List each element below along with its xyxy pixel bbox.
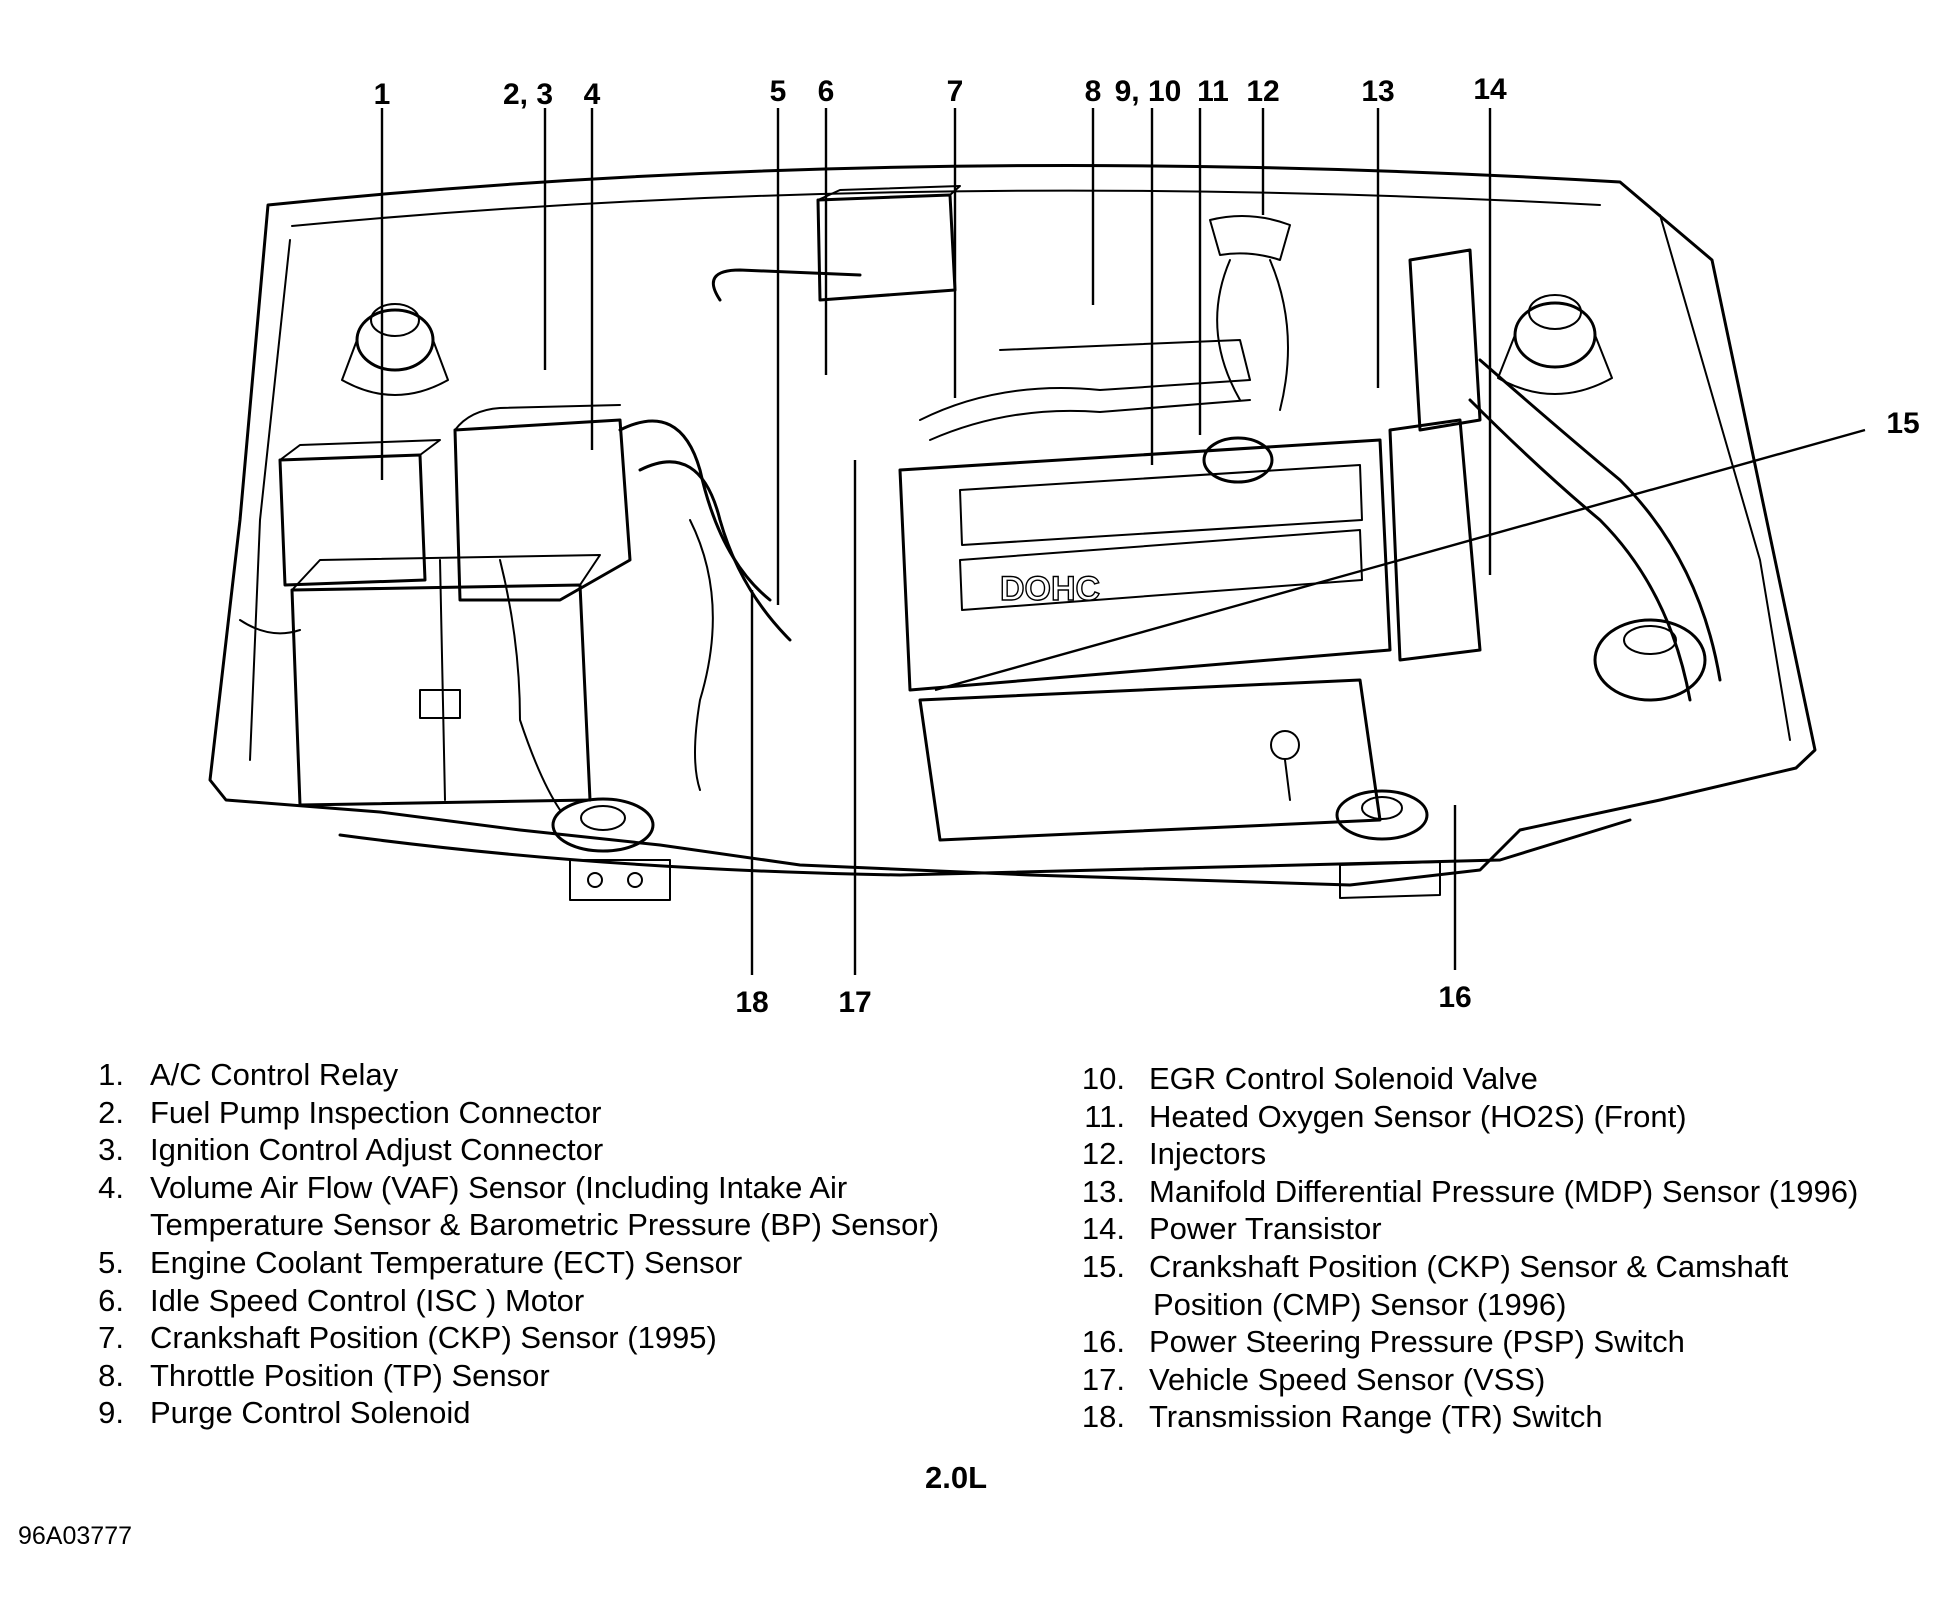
legend-item-7: 7.Crankshaft Position (CKP) Sensor (1995… <box>98 1320 717 1356</box>
callout-8: 8 <box>1085 75 1102 108</box>
callout-11: 11 <box>1197 75 1229 108</box>
callout-4: 4 <box>584 78 601 111</box>
figure-id: 96A03777 <box>18 1522 133 1550</box>
svg-text:DOHC: DOHC <box>1000 570 1100 608</box>
callout-14: 14 <box>1473 73 1507 106</box>
callout-7: 7 <box>947 75 964 108</box>
legend-item-17: 17.Vehicle Speed Sensor (VSS) <box>1081 1361 1546 1397</box>
legend-item-4-continued: Temperature Sensor & Barometric Pressure… <box>150 1207 940 1243</box>
legend-item-16: 16.Power Steering Pressure (PSP) Switch <box>1081 1324 1685 1360</box>
callout-15: 15 <box>1886 407 1919 440</box>
legend-item-5: 5.Engine Coolant Temperature (ECT) Senso… <box>98 1244 743 1280</box>
legend-item-6: 6.Idle Speed Control (ISC ) Motor <box>98 1282 585 1318</box>
legend-item-4: 4.Volume Air Flow (VAF) Sensor (Includin… <box>98 1169 848 1205</box>
callout-6: 6 <box>818 75 835 108</box>
callout-labels: 1 2, 3 4 5 6 7 8 9, 10 11 12 13 14 15 16… <box>374 73 1920 1019</box>
legend-item-18: 18.Transmission Range (TR) Switch <box>1081 1399 1603 1435</box>
legend-item-13: 13.Manifold Differential Pressure (MDP) … <box>1081 1173 1859 1209</box>
callout-18: 18 <box>735 986 768 1019</box>
callout-2-3: 2, 3 <box>503 78 553 111</box>
legend-item-1: 1.A/C Control Relay <box>98 1057 399 1092</box>
legend-item-8: 8.Throttle Position (TP) Sensor <box>98 1357 550 1393</box>
legend-item-14: 14.Power Transistor <box>1081 1211 1382 1247</box>
legend-item-3: 3.Ignition Control Adjust Connector <box>98 1132 604 1168</box>
legend-item-15: 15.Crankshaft Position (CKP) Sensor & Ca… <box>1081 1248 1789 1284</box>
callout-5: 5 <box>770 75 787 108</box>
legend-right-column: 10.EGR Control Solenoid Valve 11.Heated … <box>1075 1060 1858 1436</box>
legend-item-12: 12.Injectors <box>1081 1136 1267 1172</box>
legend-left-column: 1.A/C Control Relay 2.Fuel Pump Inspecti… <box>84 1056 939 1432</box>
callout-17: 17 <box>838 986 871 1019</box>
callout-1: 1 <box>374 78 391 111</box>
callout-9-10: 9, 10 <box>1115 75 1182 108</box>
legend-item-11: 11.Heated Oxygen Sensor (HO2S) (Front) <box>1084 1098 1687 1134</box>
leader-lines <box>380 108 1866 975</box>
engine-compartment-drawing: DOHC <box>208 164 1817 901</box>
legend-item-10: 10.EGR Control Solenoid Valve <box>1081 1061 1538 1096</box>
callout-12: 12 <box>1246 75 1279 108</box>
engine-size-caption: 2.0L <box>925 1460 988 1495</box>
callout-13: 13 <box>1361 75 1394 108</box>
legend-item-9: 9.Purge Control Solenoid <box>98 1395 471 1431</box>
legend-item-15-continued: Position (CMP) Sensor (1996) <box>1153 1286 1567 1322</box>
legend-item-2: 2.Fuel Pump Inspection Connector <box>98 1094 602 1130</box>
callout-16: 16 <box>1438 981 1471 1014</box>
